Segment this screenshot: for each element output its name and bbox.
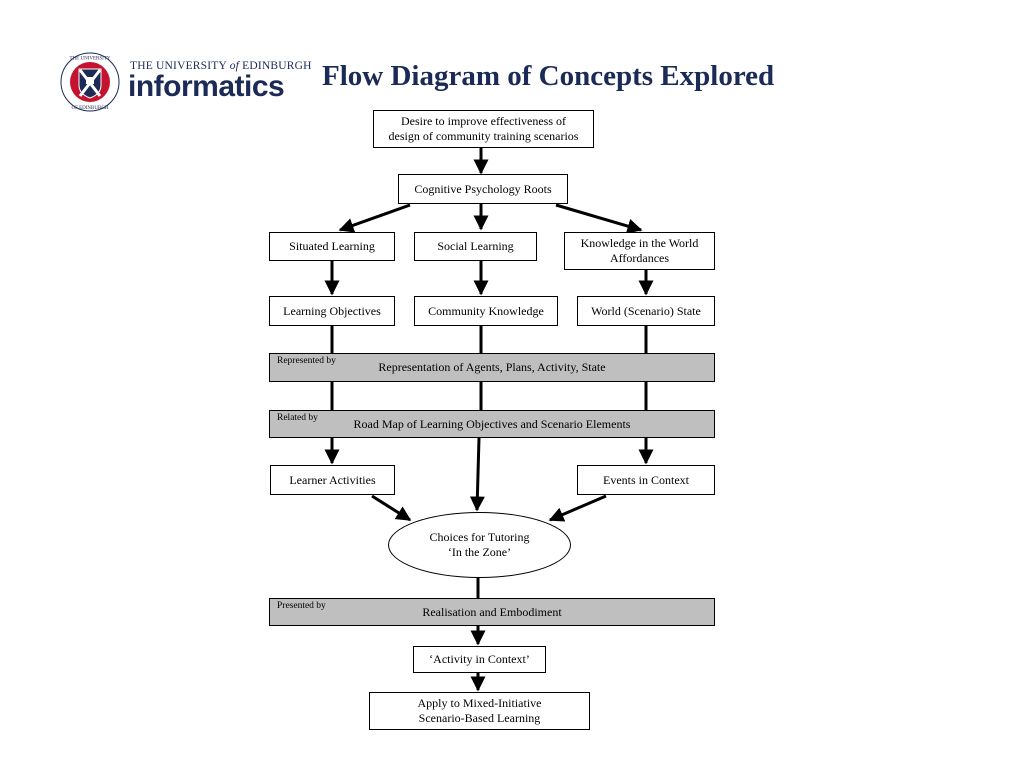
page-title: Flow Diagram of Concepts Explored (322, 60, 775, 92)
svg-text:THE UNIVERSITY: THE UNIVERSITY (70, 57, 111, 62)
arrow-events-to-choices (548, 494, 607, 522)
band-represented-tag: Represented by (277, 356, 336, 366)
band-related-text: Road Map of Learning Objectives and Scen… (353, 416, 631, 431)
university-logo: THE UNIVERSITY OF EDINBURGH THE UNIVERSI… (60, 52, 311, 112)
arrow-learner-to-choices (371, 494, 412, 522)
arrow-band-to-choices (469, 437, 485, 512)
crest-icon: THE UNIVERSITY OF EDINBURGH (60, 52, 120, 112)
department-name: informatics (128, 70, 285, 103)
node-knowledge-world: Knowledge in the World Affordances (564, 232, 715, 270)
band-related: Related by Road Map of Learning Objectiv… (269, 410, 715, 438)
band-presented-tag: Presented by (277, 601, 326, 611)
node-world-state: World (Scenario) State (577, 296, 715, 326)
band-presented: Presented by Realisation and Embodiment (269, 598, 715, 626)
node-social-learning: Social Learning (414, 232, 537, 261)
band-represented: Represented by Representation of Agents,… (269, 353, 715, 382)
node-choices-tutoring: Choices for Tutoring ‘In the Zone’ (388, 512, 571, 578)
band-related-tag: Related by (277, 413, 318, 423)
university-name: THE UNIVERSITY of EDINBURGH (130, 60, 312, 72)
node-apply-learning: Apply to Mixed-Initiative Scenario-Based… (369, 692, 590, 730)
node-activity-context: ‘Activity in Context’ (413, 646, 546, 673)
node-desire: Desire to improve effectiveness of desig… (373, 110, 594, 148)
band-presented-text: Realisation and Embodiment (422, 604, 562, 619)
node-community-knowledge: Community Knowledge (414, 296, 558, 326)
band-represented-text: Representation of Agents, Plans, Activit… (378, 360, 606, 374)
svg-text:OF EDINBURGH: OF EDINBURGH (71, 106, 108, 111)
node-events-context: Events in Context (577, 465, 715, 495)
node-situated-learning: Situated Learning (269, 232, 395, 261)
node-cognitive-roots: Cognitive Psychology Roots (398, 174, 568, 204)
node-learner-activities: Learner Activities (270, 465, 395, 495)
node-learning-objectives: Learning Objectives (269, 296, 395, 326)
arrow-roots-to-knowledge (555, 203, 643, 234)
arrow-roots-to-situated (338, 203, 411, 233)
